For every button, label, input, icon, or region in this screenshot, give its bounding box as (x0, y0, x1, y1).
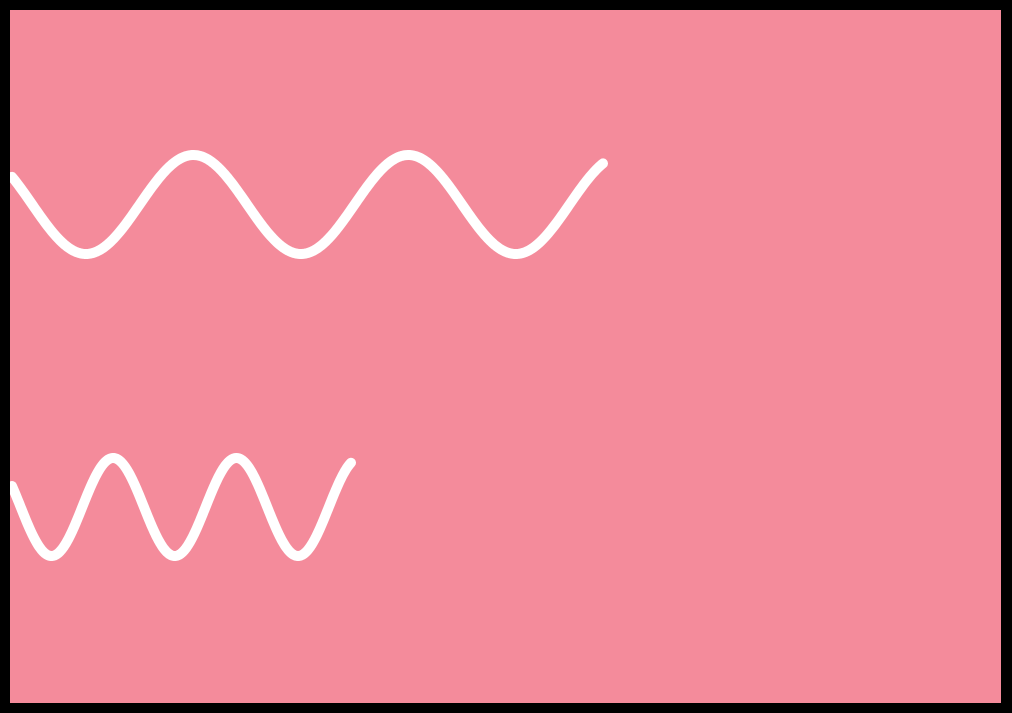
canvas-panel (10, 10, 1001, 703)
lower-wave (10, 453, 356, 561)
waves-canvas (10, 10, 1001, 703)
upper-wave (10, 150, 608, 259)
background-fill (10, 10, 1001, 703)
